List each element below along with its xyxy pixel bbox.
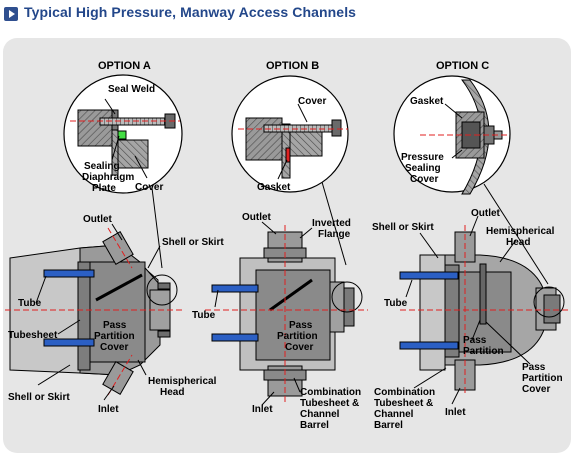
label-inverted-b: Inverted bbox=[312, 218, 351, 229]
label-partition-b: Partition bbox=[277, 331, 318, 342]
option-a-detail bbox=[63, 74, 183, 194]
label-combo-b3: Channel bbox=[300, 409, 340, 420]
channel-a bbox=[5, 223, 185, 401]
label-inlet-b: Inlet bbox=[252, 404, 273, 415]
label-pass-a: Pass bbox=[103, 320, 127, 331]
label-tube-b: Tube bbox=[192, 310, 216, 321]
label-partition-c: Partition bbox=[463, 346, 504, 357]
label-cover-b: Cover bbox=[298, 96, 326, 107]
option-a-title: OPTION A bbox=[98, 60, 151, 72]
label-ppcover-c3: Cover bbox=[522, 384, 550, 395]
label-pressure: Pressure bbox=[401, 152, 444, 163]
label-combo-b1: Combination bbox=[300, 387, 361, 398]
label-cover-c: Cover bbox=[410, 174, 438, 185]
label-combo-c3: Channel bbox=[374, 409, 414, 420]
label-seal-weld: Seal Weld bbox=[108, 84, 155, 95]
label-combo-b4: Barrel bbox=[300, 420, 329, 431]
label-head-a1: Hemispherical bbox=[148, 376, 217, 387]
channel-c bbox=[399, 215, 570, 405]
label-combo-c4: Barrel bbox=[374, 420, 403, 431]
page-title: Typical High Pressure, Manway Access Cha… bbox=[24, 4, 357, 20]
label-inlet-c: Inlet bbox=[445, 407, 466, 418]
label-pass-b: Pass bbox=[289, 320, 313, 331]
label-combo-b2: Tubesheet & bbox=[300, 398, 359, 409]
label-outlet-c: Outlet bbox=[471, 208, 501, 219]
label-diaphragm: Diaphragm bbox=[82, 172, 134, 183]
label-head-c1: Hemispherical bbox=[486, 226, 555, 237]
label-inlet-a: Inlet bbox=[98, 404, 119, 415]
label-cover-pa: Cover bbox=[100, 342, 128, 353]
label-tube-a: Tube bbox=[18, 298, 42, 309]
page-header: Typical High Pressure, Manway Access Cha… bbox=[0, 0, 573, 30]
label-shell-c: Shell or Skirt bbox=[372, 222, 434, 233]
label-sealing: Sealing bbox=[84, 161, 120, 172]
label-combo-c2: Tubesheet & bbox=[374, 398, 433, 409]
option-c-title: OPTION C bbox=[436, 60, 489, 72]
channel-b bbox=[205, 221, 368, 406]
label-head-a2: Head bbox=[160, 387, 184, 398]
option-b-detail bbox=[231, 75, 349, 193]
label-sealing-c: Sealing bbox=[405, 163, 441, 174]
label-tube-c: Tube bbox=[384, 298, 408, 309]
label-outlet-a: Outlet bbox=[83, 214, 113, 225]
label-shell-a2: Shell or Skirt bbox=[8, 392, 70, 403]
label-ppcover-c2: Partition bbox=[522, 373, 563, 384]
label-flange-b: Flange bbox=[318, 229, 351, 240]
label-plate: Plate bbox=[92, 183, 116, 194]
label-partition-a: Partition bbox=[94, 331, 135, 342]
label-outlet-b: Outlet bbox=[242, 212, 272, 223]
label-cover-pb: Cover bbox=[285, 342, 313, 353]
label-head-c2: Head bbox=[506, 237, 530, 248]
option-c-detail bbox=[393, 75, 511, 195]
arrow-bullet-icon bbox=[4, 7, 18, 21]
label-pass-c: Pass bbox=[463, 335, 487, 346]
option-b-title: OPTION B bbox=[266, 60, 319, 72]
label-cover-a: Cover bbox=[135, 182, 163, 193]
label-combo-c1: Combination bbox=[374, 387, 435, 398]
label-tubesheet-a: Tubesheet bbox=[8, 330, 58, 341]
label-gasket-b: Gasket bbox=[257, 182, 291, 193]
label-gasket-c: Gasket bbox=[410, 96, 444, 107]
label-shell-a: Shell or Skirt bbox=[162, 237, 224, 248]
label-ppcover-c1: Pass bbox=[522, 362, 546, 373]
